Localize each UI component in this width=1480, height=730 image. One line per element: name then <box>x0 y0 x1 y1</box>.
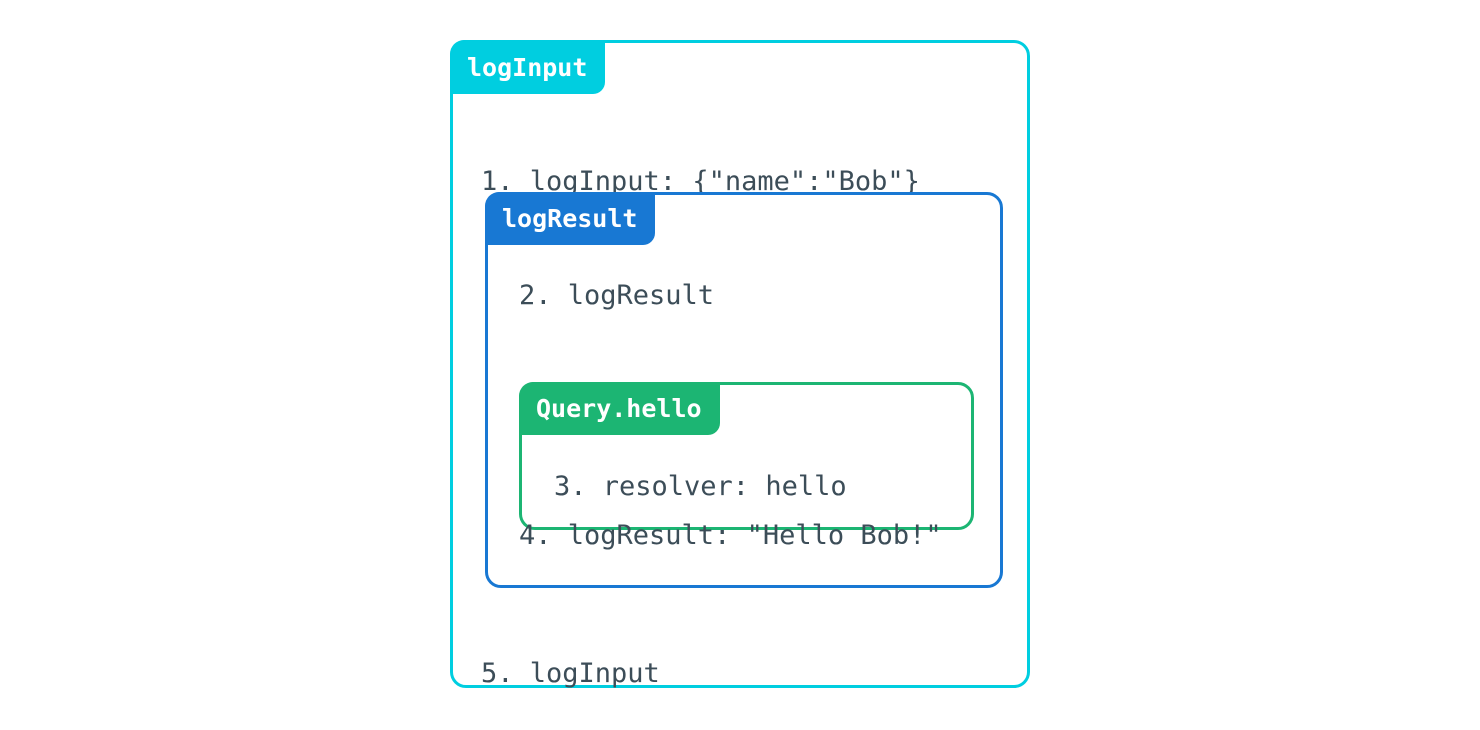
trace-line-4: 4. logResult: "Hello Bob!" <box>519 520 942 551</box>
trace-line-3: 3. resolver: hello <box>554 471 847 502</box>
trace-line-1: 1. logInput: {"name":"Bob"} <box>481 166 920 197</box>
trace-tab-queryhello[interactable]: Query.hello <box>519 382 720 435</box>
trace-box-logresult: logResult 2. logResult Query.hello 3. re… <box>485 192 1003 588</box>
trace-line-5: 5. logInput <box>481 658 660 689</box>
trace-tab-logresult[interactable]: logResult <box>485 192 656 245</box>
trace-tab-loginput[interactable]: logInput <box>450 40 606 94</box>
trace-box-loginput: logInput 1. logInput: {"name":"Bob"} log… <box>450 40 1030 689</box>
trace-line-2: 2. logResult <box>519 280 715 311</box>
trace-box-queryhello: Query.hello 3. resolver: hello <box>519 382 974 530</box>
